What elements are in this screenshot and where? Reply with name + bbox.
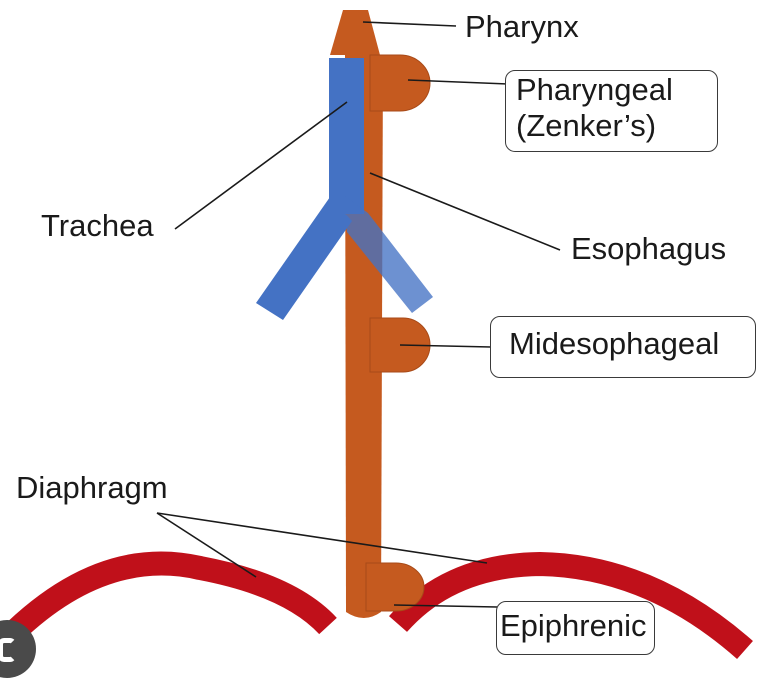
- pharyngeal-zenker-diverticulum: [369, 54, 431, 112]
- trachea-label: Trachea: [41, 208, 154, 243]
- diaphragm-left-arch: [0, 551, 337, 649]
- diaphragm-label: Diaphragm: [16, 470, 168, 505]
- left-bronchus: [256, 197, 352, 320]
- badge-glyph-icon: [0, 638, 16, 662]
- pharyngeal-zenker-box: Pharyngeal (Zenker’s): [505, 70, 718, 152]
- pharyngeal-label: Pharyngeal: [516, 72, 673, 107]
- epiphrenic-leader-line: [393, 604, 498, 608]
- trachea-tube: [329, 58, 364, 214]
- esophagus-leader-line: [369, 172, 561, 251]
- pharynx-label: Pharynx: [465, 9, 579, 44]
- pharyngeal-leader-line: [407, 79, 509, 85]
- right-bronchus: [345, 196, 433, 313]
- midesophageal-box: Midesophageal: [490, 316, 756, 378]
- epiphrenic-label: Epiphrenic: [500, 608, 647, 643]
- diaphragm-leader-line-left: [156, 512, 257, 578]
- zenker-label: (Zenker’s): [516, 107, 657, 143]
- diaphragm-leader-line-right: [156, 512, 488, 564]
- pharynx-leader-line: [362, 21, 457, 27]
- esophagus-label: Esophagus: [571, 231, 727, 266]
- epiphrenic-diverticulum: [365, 562, 425, 612]
- midesophageal-leader-line: [399, 344, 492, 348]
- diaphragm-right-arch: [389, 551, 753, 659]
- pharynx-shape: [330, 10, 380, 55]
- midesophageal-label: Midesophageal: [509, 326, 720, 361]
- epiphrenic-box: Epiphrenic: [496, 601, 655, 655]
- trachea-leader-line: [174, 101, 348, 230]
